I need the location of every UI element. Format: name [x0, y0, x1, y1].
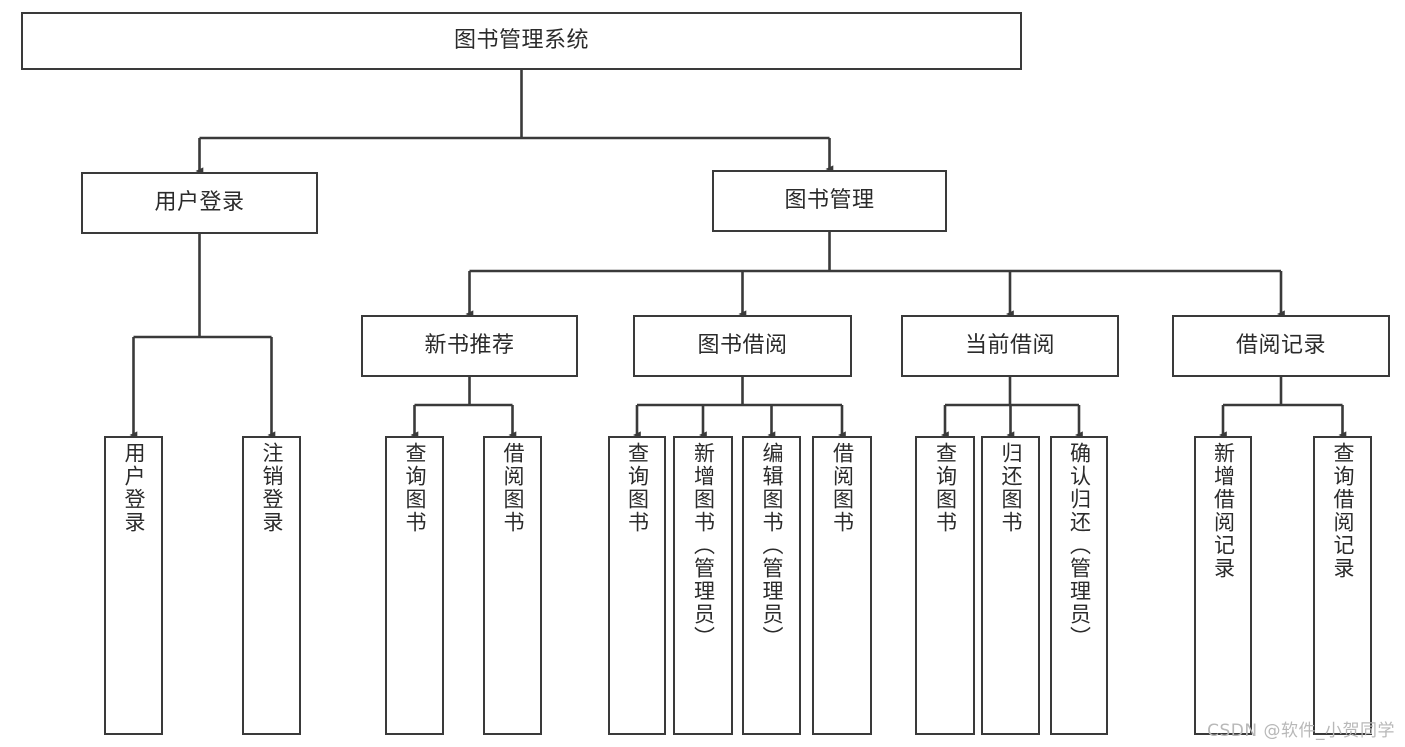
node-l_login[interactable]: 用户登录	[104, 436, 163, 735]
node-label-l_confirm: 确认归还（管理员）	[1067, 442, 1092, 649]
node-records[interactable]: 借阅记录	[1172, 315, 1390, 377]
node-label-l_logout: 注销登录	[260, 442, 284, 534]
node-l_add_rec[interactable]: 新增借阅记录	[1194, 436, 1252, 735]
node-borrow[interactable]: 图书借阅	[633, 315, 852, 377]
node-label-l_return: 归还图书	[999, 442, 1023, 534]
node-label-current: 当前借阅	[964, 333, 1055, 359]
node-l_return[interactable]: 归还图书	[981, 436, 1040, 735]
node-label-l_b1: 借阅图书	[501, 442, 525, 534]
node-label-book_manage: 图书管理	[784, 188, 875, 214]
node-label-l_login: 用户登录	[122, 442, 146, 534]
node-label-records: 借阅记录	[1235, 333, 1326, 359]
node-label-l_add_book: 新增图书（管理员）	[691, 442, 716, 649]
node-user_login[interactable]: 用户登录	[81, 172, 318, 234]
watermark-text: CSDN @软件_小贺同学	[1207, 721, 1395, 741]
node-l_b1[interactable]: 借阅图书	[483, 436, 542, 735]
node-label-new_rec: 新书推荐	[424, 333, 515, 359]
node-l_q2[interactable]: 查询图书	[608, 436, 666, 735]
node-l_logout[interactable]: 注销登录	[242, 436, 301, 735]
node-l_edit_book[interactable]: 编辑图书（管理员）	[742, 436, 801, 735]
connector-lines	[129, 70, 1347, 439]
node-label-user_login: 用户登录	[154, 190, 245, 216]
node-new_rec[interactable]: 新书推荐	[361, 315, 578, 377]
node-book_manage[interactable]: 图书管理	[712, 170, 947, 232]
node-l_confirm[interactable]: 确认归还（管理员）	[1050, 436, 1108, 735]
node-label-l_b2: 借阅图书	[830, 442, 855, 534]
node-label-l_q1: 查询图书	[403, 442, 427, 534]
node-label-l_add_rec: 新增借阅记录	[1211, 442, 1236, 580]
node-l_q1[interactable]: 查询图书	[385, 436, 444, 735]
node-root[interactable]: 图书管理系统	[21, 12, 1022, 70]
node-label-l_q2: 查询图书	[625, 442, 650, 534]
node-l_add_book[interactable]: 新增图书（管理员）	[673, 436, 733, 735]
node-l_q_rec[interactable]: 查询借阅记录	[1313, 436, 1372, 735]
node-label-l_edit_book: 编辑图书（管理员）	[760, 442, 784, 649]
node-current[interactable]: 当前借阅	[901, 315, 1119, 377]
node-l_q3[interactable]: 查询图书	[915, 436, 975, 735]
node-label-l_q_rec: 查询借阅记录	[1331, 442, 1355, 580]
node-l_b2[interactable]: 借阅图书	[812, 436, 872, 735]
node-label-l_q3: 查询图书	[933, 442, 958, 534]
node-label-root: 图书管理系统	[453, 28, 589, 54]
node-label-borrow: 图书借阅	[697, 333, 788, 359]
